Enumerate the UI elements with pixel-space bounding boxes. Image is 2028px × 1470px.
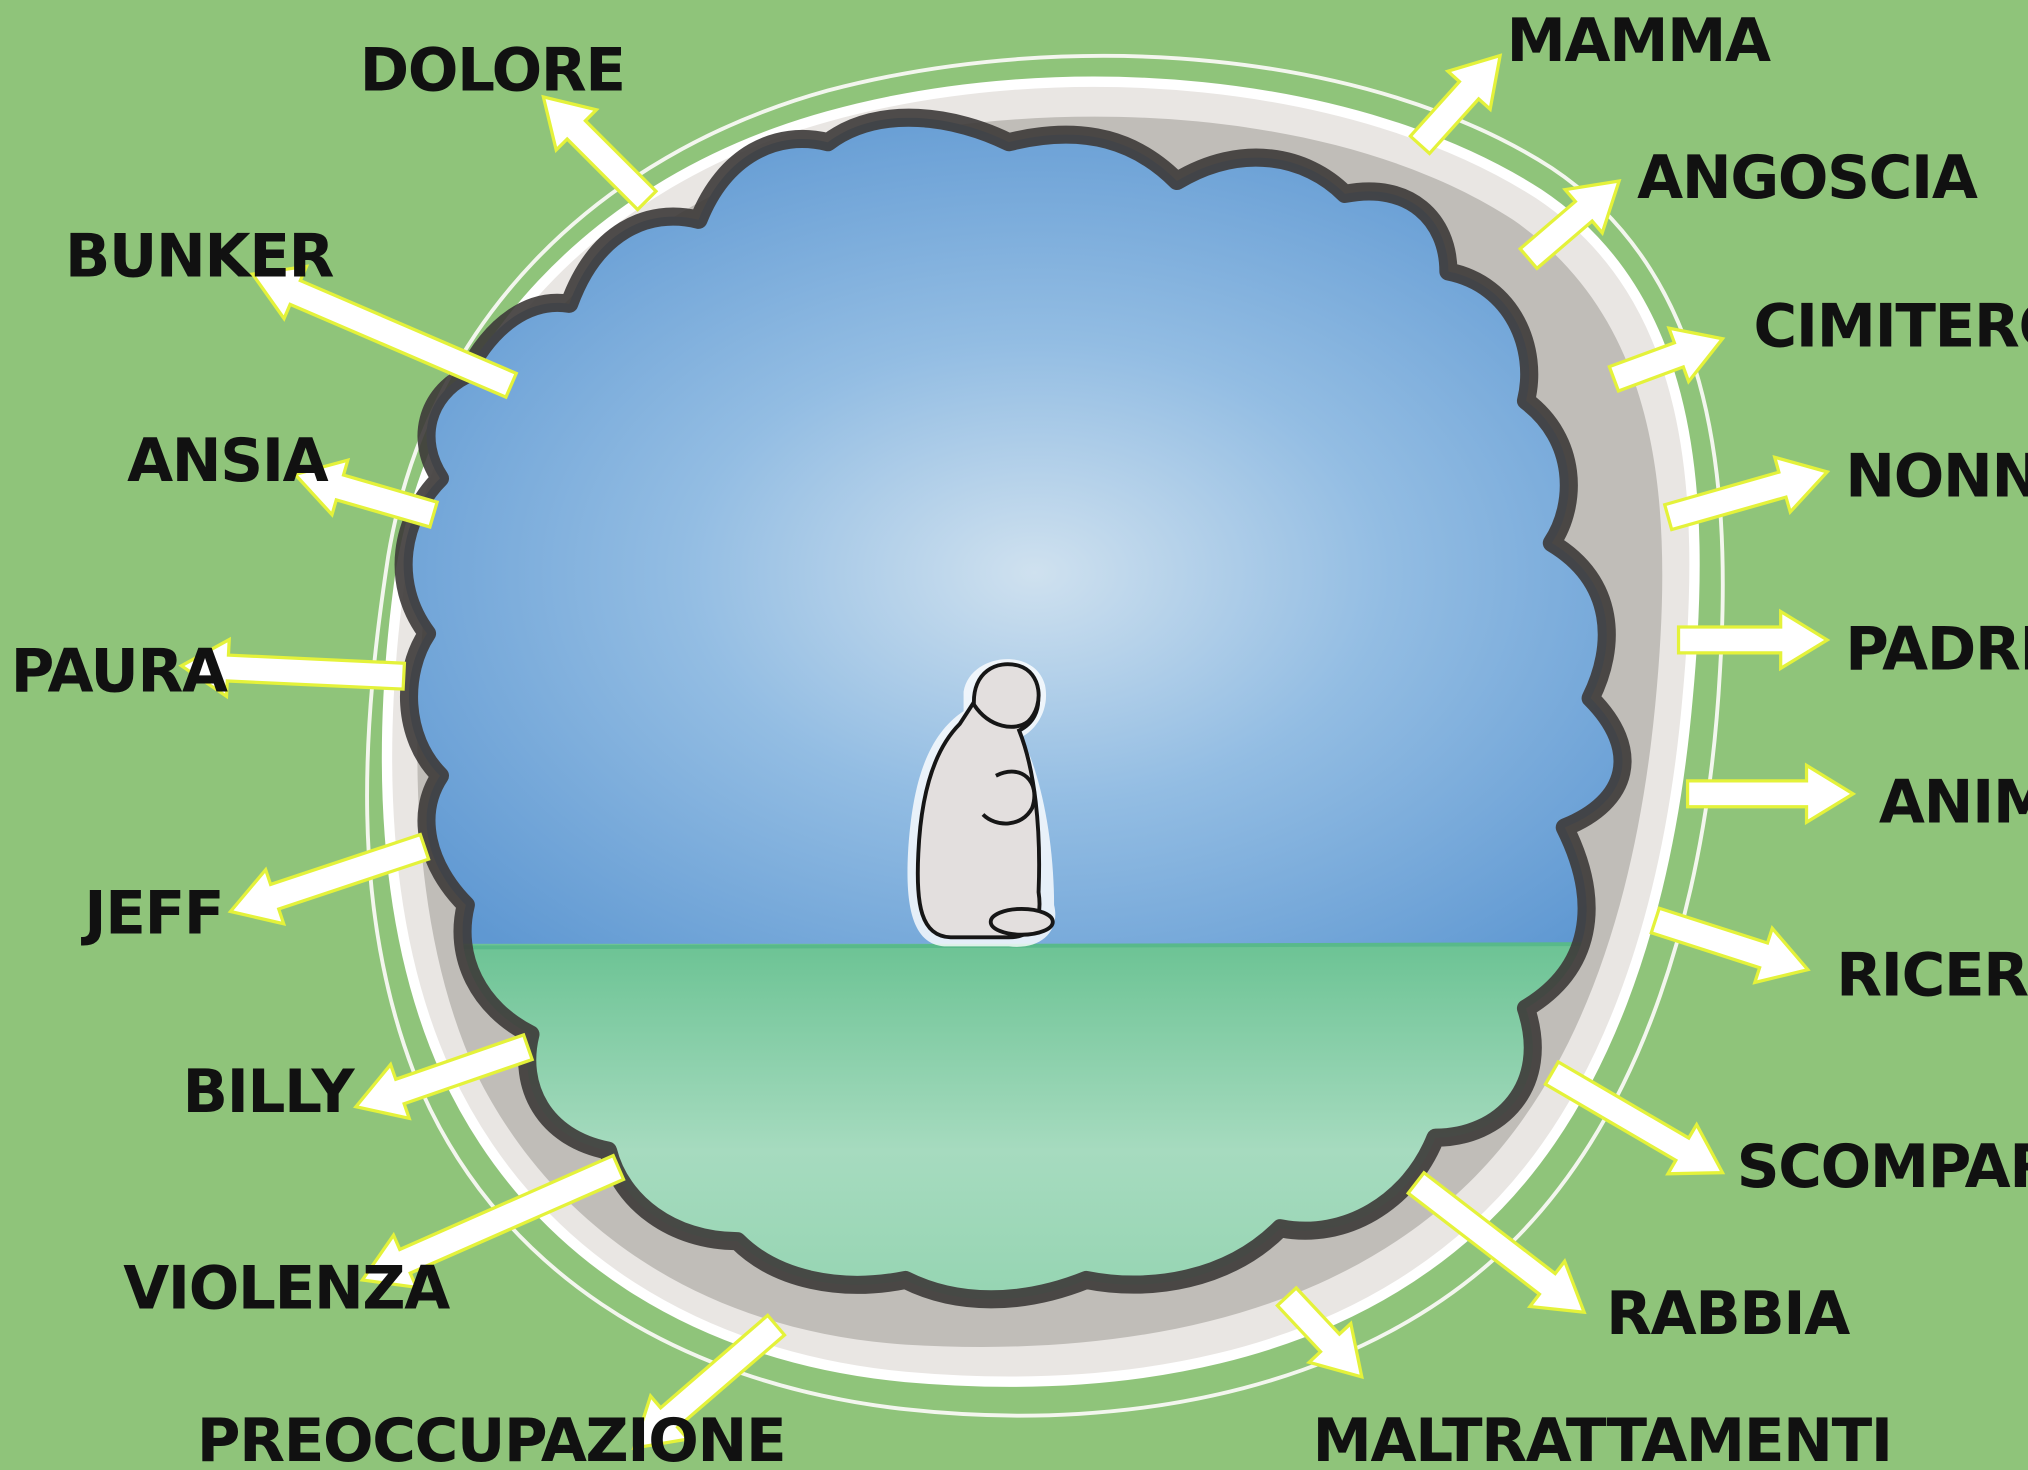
figure-head: [974, 664, 1039, 727]
label-rabbia: RABBIA: [1606, 1280, 1850, 1349]
label-preoccupazione: PREOCCUPAZIONE: [197, 1407, 785, 1470]
label-scomparsa: SCOMPARSA: [1737, 1133, 2028, 1202]
label-angoscia: ANGOSCIA: [1637, 144, 1978, 213]
label-dolore: DOLORE: [360, 37, 625, 106]
label-paura: PAURA: [11, 638, 228, 707]
label-padre: PADRE: [1845, 616, 2028, 685]
label-bunker: BUNKER: [65, 223, 334, 292]
label-jeff: JEFF: [80, 879, 223, 948]
label-maltrattamenti: MALTRATTAMENTI: [1313, 1407, 1892, 1470]
label-violenza: VIOLENZA: [123, 1254, 450, 1323]
label-cimitero: CIMITERO: [1754, 292, 2028, 361]
label-nonno: NONNO: [1845, 442, 2028, 511]
label-ansia: ANSIA: [127, 427, 329, 496]
label-anime: ANIME: [1879, 768, 2028, 837]
label-billy: BILLY: [183, 1058, 356, 1127]
label-ricerca: RICERCA: [1836, 942, 2028, 1011]
label-mamma: MAMMA: [1507, 7, 1771, 76]
figure-feet: [991, 909, 1053, 935]
